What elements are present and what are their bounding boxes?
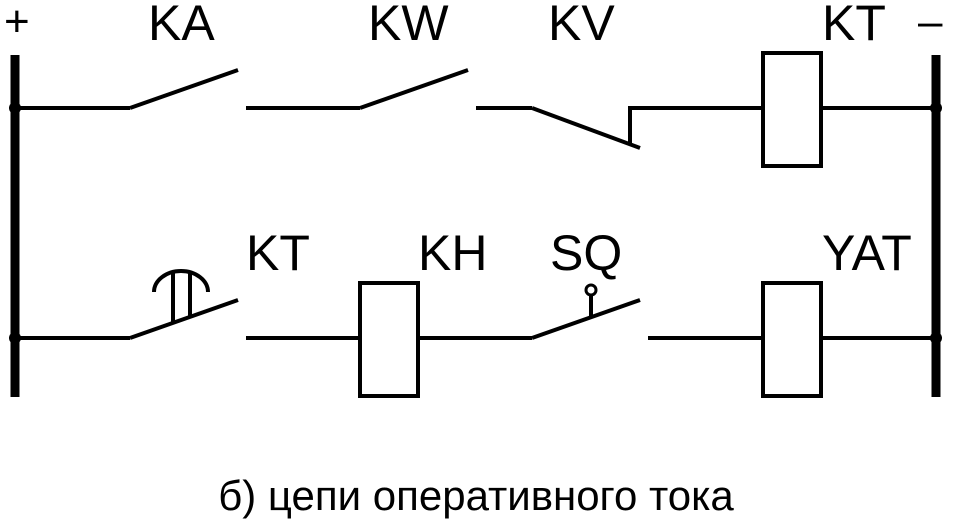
bottom-circuit-row: KT KH SQ YAT [9,225,942,398]
kw-contact: KW [246,0,469,110]
kh-coil: KH [246,225,532,398]
yat-label: YAT [822,225,912,281]
ka-contact: KA [15,0,239,110]
kt-delay-contact: KT [15,225,310,340]
sq-contact: SQ [531,225,641,340]
kv-label: KV [548,0,615,51]
plus-sign: + [4,0,30,46]
kh-label: KH [418,225,487,281]
time-delay-arc [152,269,210,293]
minus-sign: – [918,0,943,46]
kw-label: KW [368,0,449,51]
sq-actuator-icon [584,283,598,297]
ka-label: KA [148,0,215,51]
kt-coil-label: KT [822,0,886,51]
kt-contact-label: KT [246,225,310,281]
top-circuit-row: KA KW KV KT [9,0,942,168]
yat-coil: YAT [648,225,936,398]
kv-contact: KV [476,0,763,150]
kt-coil: KT [761,0,936,168]
diagram-caption: б) цепи оперативного тока [218,472,734,519]
sq-label: SQ [550,225,622,281]
